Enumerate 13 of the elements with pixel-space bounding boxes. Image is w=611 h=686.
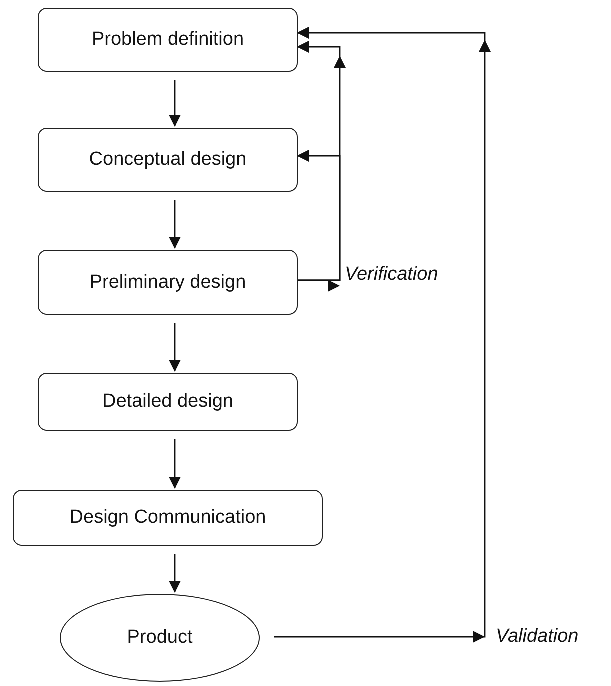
edge-label: Validation	[496, 626, 579, 648]
process-box	[38, 250, 298, 315]
node-label: Product	[127, 627, 193, 649]
process-box	[38, 373, 298, 431]
node-label: Detailed design	[102, 391, 234, 413]
process-box	[13, 490, 323, 546]
node-label: Preliminary design	[90, 272, 246, 294]
node-label: Problem definition	[92, 29, 244, 51]
node-label: Conceptual design	[89, 149, 247, 171]
process-box	[38, 8, 298, 72]
process-box	[38, 128, 298, 192]
node-label: Design Communication	[70, 507, 266, 529]
edge-label: Verification	[345, 264, 438, 286]
